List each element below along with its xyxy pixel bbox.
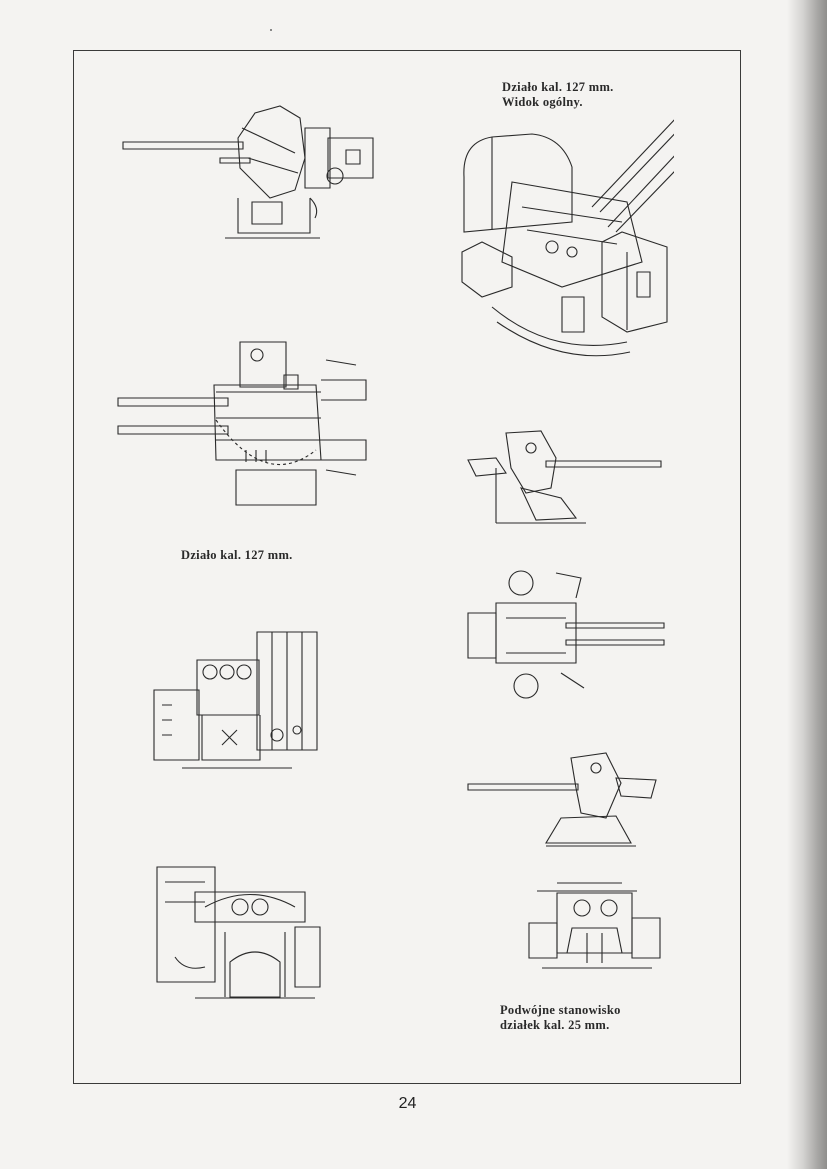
twin-25-top-view-drawing xyxy=(466,568,666,700)
page-number: 24 xyxy=(398,1095,417,1112)
gun-127-front-view-drawing xyxy=(152,630,319,770)
caption-line: Działo kal. 127 mm. xyxy=(502,80,614,94)
caption-gun-127-overview: Działo kal. 127 mm. Widok ogólny. xyxy=(502,80,614,110)
page-frame xyxy=(73,50,741,1084)
twin-25-side-view-drawing xyxy=(466,428,666,528)
gun-127-overview-drawing xyxy=(452,112,674,357)
caption-twin-25: Podwójne stanowisko działek kal. 25 mm. xyxy=(500,1003,621,1033)
page-binding-shadow xyxy=(787,0,827,1169)
gun-127-top-view-drawing xyxy=(116,340,370,508)
caption-line: działek kal. 25 mm. xyxy=(500,1018,610,1032)
paper-speck xyxy=(270,29,272,31)
caption-gun-127: Działo kal. 127 mm. xyxy=(181,548,293,563)
caption-line: Działo kal. 127 mm. xyxy=(181,548,293,562)
gun-127-side-view-drawing xyxy=(120,98,385,243)
twin-25-front-view-drawing xyxy=(527,873,662,973)
caption-line: Podwójne stanowisko xyxy=(500,1003,621,1017)
twin-25-side-view-reverse-drawing xyxy=(466,748,662,848)
gun-127-rear-view-drawing xyxy=(155,862,323,1000)
caption-line: Widok ogólny. xyxy=(502,95,583,109)
